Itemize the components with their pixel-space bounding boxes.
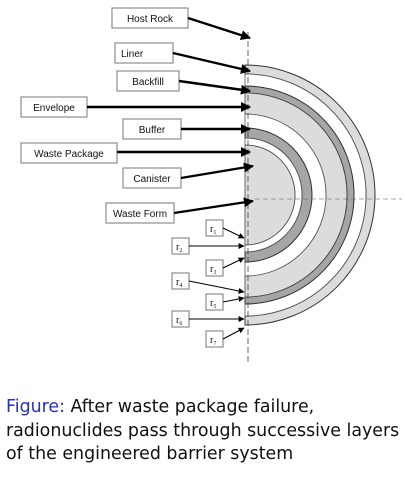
figure-caption: Figure: After waste package failure, rad… (6, 396, 404, 467)
label-host-rock: Host Rock (111, 7, 189, 29)
svg-text:r1: r1 (210, 224, 216, 236)
svg-text:Buffer: Buffer (139, 125, 166, 136)
arrow-waste-form (173, 197, 254, 215)
svg-text:r5: r5 (210, 298, 216, 310)
svg-text:Envelope: Envelope (33, 103, 75, 114)
radius-r7-label: r7 (205, 330, 224, 348)
radius-r1-label: r1 (205, 219, 224, 237)
svg-text:Host Rock: Host Rock (127, 14, 174, 25)
barrier-layers-diagram: Host Rock Liner Backfill Envelope Buffer… (20, 7, 402, 362)
svg-text:r4: r4 (176, 277, 182, 289)
radius-r3-arrow (222, 257, 245, 269)
label-envelope: Envelope (20, 96, 88, 118)
label-backfill: Backfill (116, 70, 180, 92)
arrow-host-rock (187, 16, 251, 41)
svg-text:r2: r2 (176, 242, 182, 254)
label-waste-package: Waste Package (20, 142, 118, 164)
label-waste-form: Waste Form (105, 202, 175, 224)
arrow-backfill (178, 79, 251, 95)
caption-prefix: Figure: (6, 397, 65, 417)
svg-text:Liner: Liner (121, 49, 144, 60)
svg-text:Backfill: Backfill (132, 77, 164, 88)
radius-r4-label: r4 (171, 272, 190, 290)
radius-r1-arrow (222, 227, 245, 239)
radius-r5-arrow (222, 296, 245, 303)
svg-text:Waste Package: Waste Package (34, 149, 104, 160)
radius-r7-arrow (222, 327, 245, 340)
label-canister: Canister (122, 167, 182, 189)
radius-r2-label: r2 (171, 237, 190, 255)
radius-r3-label: r3 (205, 259, 224, 277)
svg-text:r3: r3 (210, 264, 216, 276)
svg-text:r7: r7 (210, 335, 216, 347)
label-buffer: Buffer (122, 118, 182, 140)
caption-text: After waste package failure, radionuclid… (6, 397, 400, 464)
arrow-canister (180, 162, 254, 180)
svg-text:Canister: Canister (133, 174, 171, 185)
radius-r6-label: r6 (171, 310, 190, 328)
svg-text:Waste Form: Waste Form (113, 209, 167, 220)
radius-r5-label: r5 (205, 293, 224, 311)
label-liner: Liner (114, 42, 174, 64)
waste-form-core (244, 144, 296, 246)
arrow-liner (172, 51, 251, 74)
svg-text:r6: r6 (176, 315, 182, 327)
radius-r4-arrow (188, 280, 245, 294)
